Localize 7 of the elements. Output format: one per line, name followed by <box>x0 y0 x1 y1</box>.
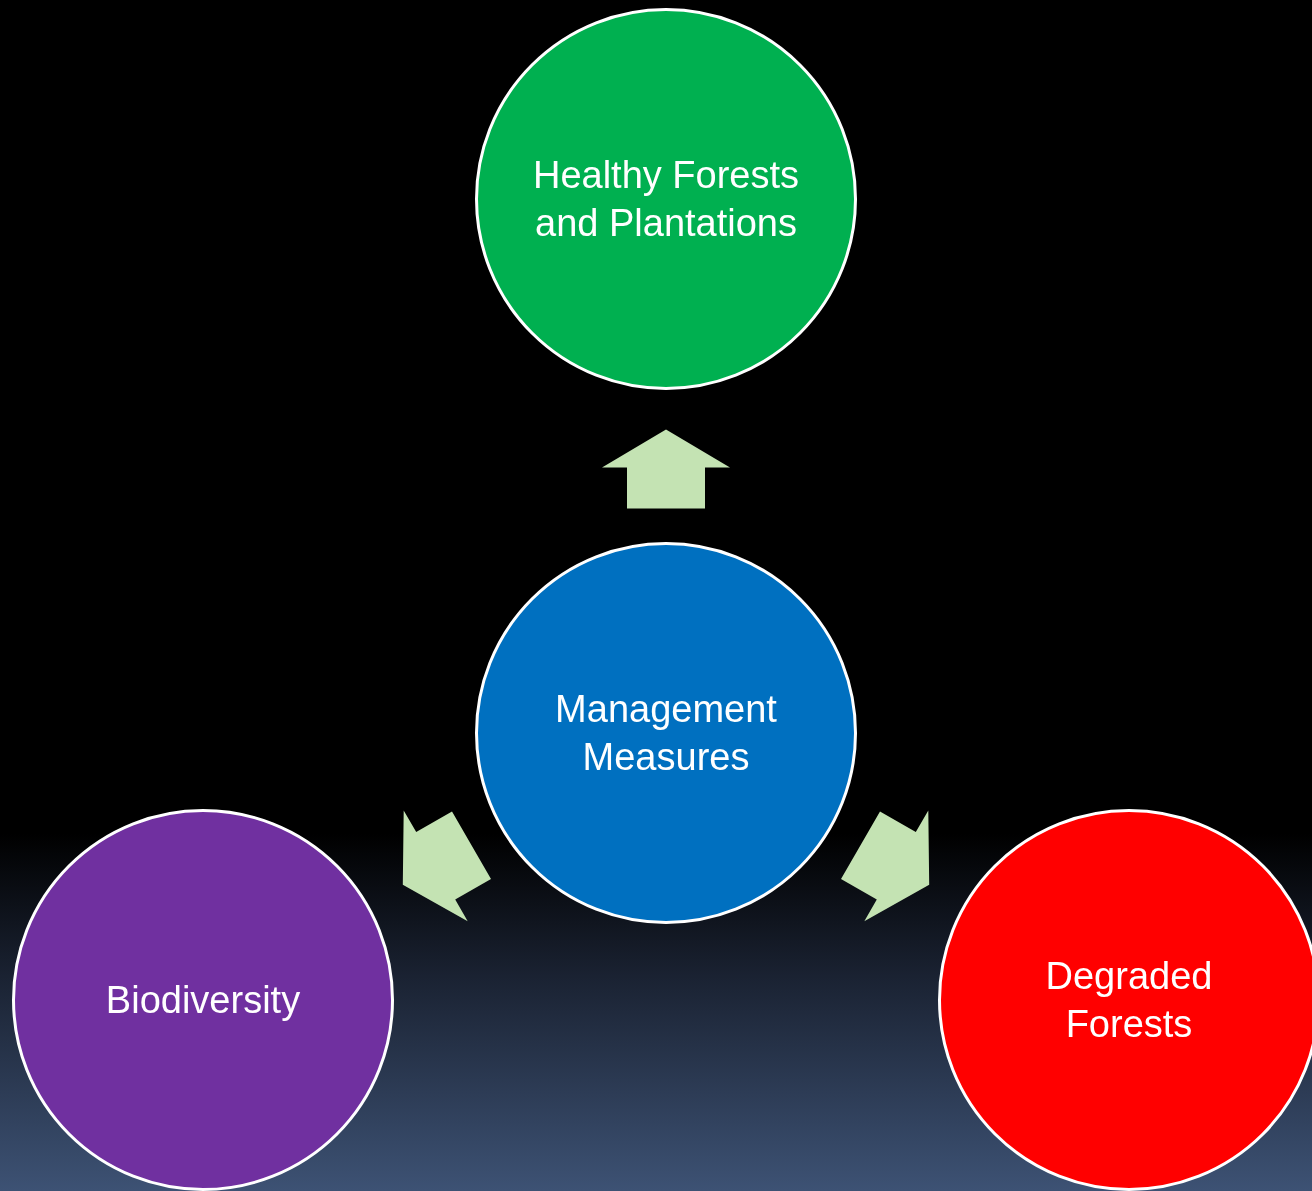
block-arrow <box>402 810 491 922</box>
node-label: Management Measures <box>554 687 778 780</box>
node-label: Biodiversity <box>105 978 301 1023</box>
block-arrow <box>841 810 930 922</box>
block-arrow <box>602 429 730 509</box>
node-label: Degraded Forests <box>1044 954 1214 1047</box>
node-label: Healthy Forests and Plantations <box>531 153 801 246</box>
